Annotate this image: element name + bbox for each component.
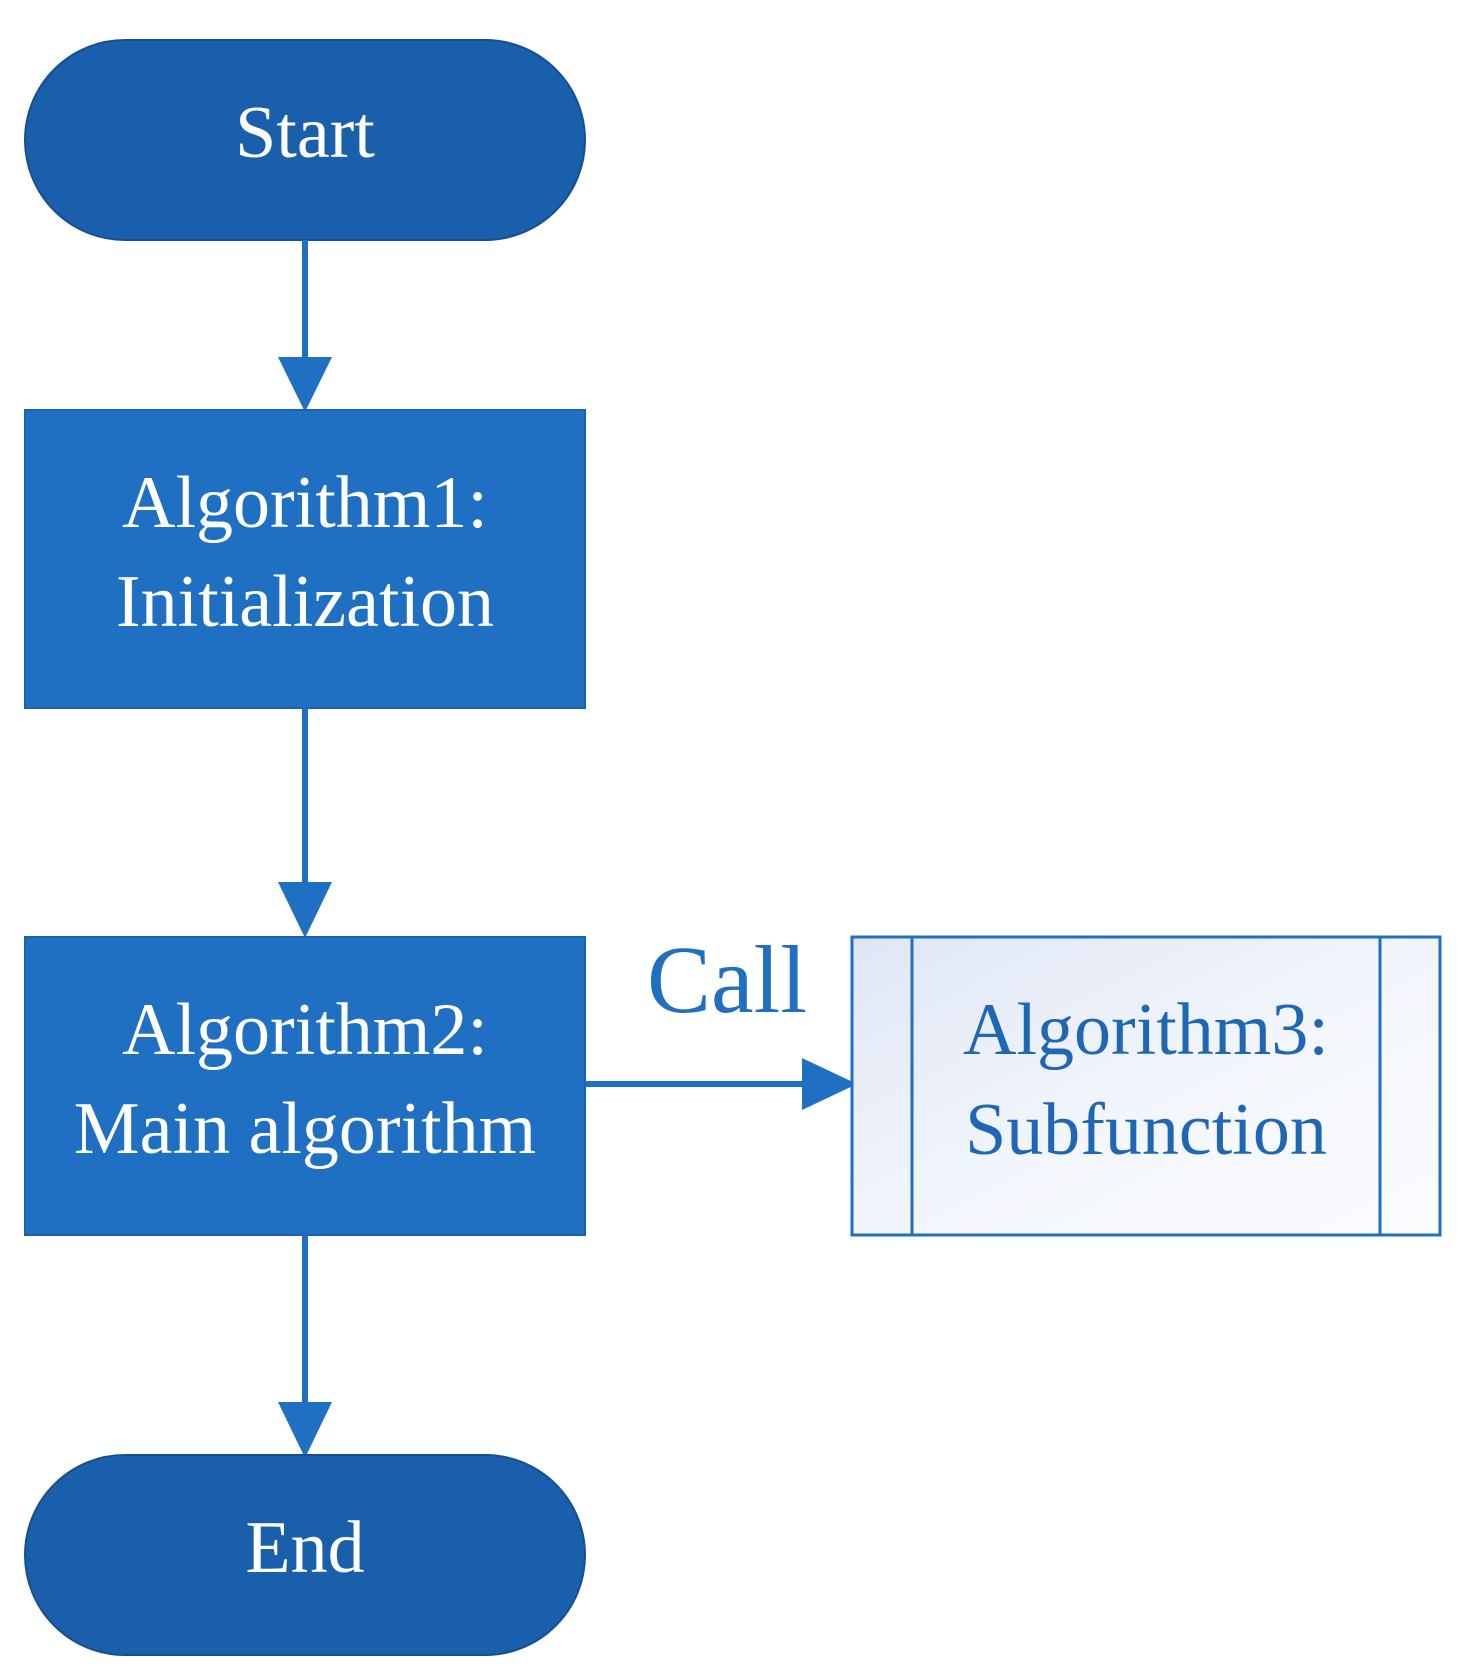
arrow-start-to-algorithm1	[278, 240, 332, 412]
algorithm2-title: Algorithm2:	[122, 989, 488, 1071]
end-node: End	[24, 1454, 586, 1656]
algorithm3-subtitle: Subfunction	[965, 1089, 1327, 1171]
start-label: Start	[235, 92, 375, 174]
arrow-call-algorithm2-to-algorithm3	[585, 1058, 857, 1110]
algorithm1-subtitle: Initialization	[116, 561, 494, 643]
algorithm2-subtitle: Main algorithm	[74, 1088, 536, 1170]
call-label: Call	[647, 926, 807, 1033]
start-node: Start	[24, 39, 586, 241]
algorithm2-node: Algorithm2: Main algorithm	[24, 936, 586, 1236]
arrow-algorithm1-to-algorithm2	[278, 708, 332, 938]
algorithm1-node: Algorithm1: Initialization	[24, 409, 586, 709]
arrow-algorithm2-to-end	[278, 1235, 332, 1458]
algorithm3-node: Algorithm3: Subfunction	[850, 935, 1442, 1237]
algorithm1-title: Algorithm1:	[122, 462, 488, 544]
algorithm3-title: Algorithm3:	[963, 989, 1329, 1071]
end-label: End	[245, 1507, 364, 1589]
